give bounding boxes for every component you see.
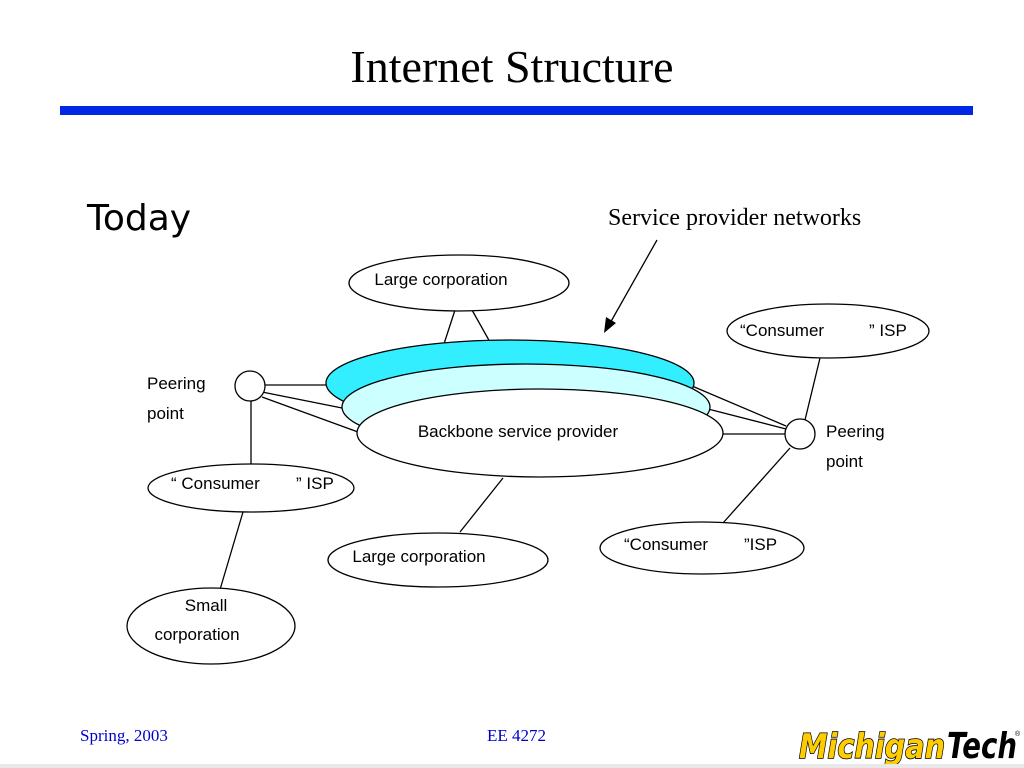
peering-point-right-label-2: point (826, 452, 863, 471)
line-peering-right-consumer-top (804, 357, 821, 421)
consumer-isp-right-top-ellipse (726, 303, 930, 359)
consumer-isp-right-bottom-label-2: ”ISP (744, 535, 777, 554)
bottom-bar (0, 764, 1024, 768)
michigan-tech-logo: Michigan Tech ® (798, 726, 1021, 766)
large-corporation-top-ellipse (348, 254, 570, 312)
backbone-provider-ellipse (356, 388, 724, 478)
small-corporation-ellipse (126, 587, 296, 665)
footer-course: EE 4272 (487, 726, 547, 745)
slide-title: Internet Structure (350, 41, 674, 92)
peering-point-right-label-1: Peering (826, 422, 885, 441)
line-peering-left-b (261, 391, 343, 409)
large-corporation-top-label: Large corporation (374, 270, 507, 289)
logo-text-tech: Tech (947, 726, 1017, 766)
slide-subtitle: Today (87, 198, 192, 239)
small-corporation-label-1: Small (185, 596, 228, 615)
consumer-isp-right-top-label-1: “Consumer (740, 321, 824, 340)
caption-arrow-head (604, 317, 616, 333)
consumer-isp-right-bottom-label-1: “Consumer (624, 535, 708, 554)
consumer-isp-left-label-2: ” ISP (296, 474, 334, 493)
peering-point-left-label-2: point (147, 404, 184, 423)
backbone-provider-label: Backbone service provider (418, 422, 619, 441)
logo-registered-mark: ® (1015, 730, 1021, 738)
line-consumer-small (218, 511, 244, 594)
line-largecorp-bottom (459, 477, 504, 533)
large-corporation-bottom-label: Large corporation (352, 547, 485, 566)
logo-text-michigan: Michigan (799, 727, 945, 766)
consumer-isp-right-top-label-2: ” ISP (869, 321, 907, 340)
consumer-isp-left-label-1: “ Consumer (171, 474, 260, 493)
line-peering-right-a (691, 385, 787, 427)
line-peering-left-c (261, 396, 359, 433)
consumer-isp-right-bottom-ellipse (599, 521, 805, 575)
large-corporation-bottom-ellipse (327, 532, 549, 588)
line-peering-right-b (707, 408, 787, 430)
service-provider-caption: Service provider networks (608, 205, 862, 231)
peering-point-left-node (234, 370, 266, 402)
consumer-isp-left-ellipse (147, 463, 355, 513)
footer-date: Spring, 2003 (80, 726, 168, 745)
line-peering-right-consumer-bottom (722, 447, 791, 524)
peering-point-right-node (784, 418, 816, 450)
caption-arrow-line (608, 239, 658, 326)
small-corporation-label-2: corporation (154, 625, 239, 644)
title-rule (60, 106, 973, 115)
peering-point-left-label-1: Peering (147, 374, 206, 393)
